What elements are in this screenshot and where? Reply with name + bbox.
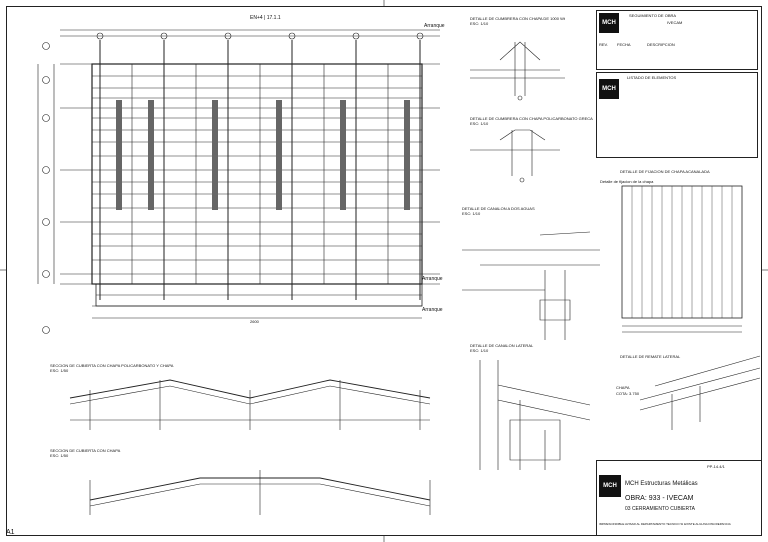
revision-table: MCH SEGUIMIENTO DE OBRA IVECAM REV. FECH… — [596, 10, 758, 70]
detail-scale: ESC: 1/10 — [462, 211, 481, 216]
side-detail-elevation: COTA: 3.750 — [616, 391, 640, 396]
section-scale: ESC: 1/50 — [50, 368, 69, 373]
fixing-title: DETALLE DE FIJACION DE CHAPA ACANALADA — [620, 169, 710, 174]
fixing-subtitle: Detalle de fijacion de la chapa — [600, 179, 654, 184]
side-detail-title: DETALLE DE REMATE LATERAL — [620, 354, 681, 359]
revision-row-label: FECHA — [617, 42, 631, 47]
brand-logo-small: MCH — [599, 13, 619, 33]
revision-heading: SEGUIMIENTO DE OBRA — [629, 13, 677, 18]
plan-start-label-right: Arranque — [422, 276, 443, 282]
brand-logo-small: MCH — [599, 79, 619, 99]
detail-title: DETALLE DE CUMBRERA CON CHAPA DE 1000 Wt — [470, 16, 565, 21]
elements-table: MCH LISTADO DE ELEMENTOS — [596, 72, 758, 158]
elements-table-heading: LISTADO DE ELEMENTOS — [627, 75, 677, 80]
project-name: OBRA: 933 - IVECAM — [625, 495, 694, 502]
detail-title: DETALLE DE CANALON LATERAL — [470, 343, 534, 348]
side-detail-label: CHAPA — [616, 385, 630, 390]
plan-start-label-left: Arranque — [424, 23, 445, 29]
sheet-size: A1 — [6, 529, 15, 536]
revision-row-label: REV. — [599, 42, 608, 47]
detail-title: DETALLE DE CANALON A DOS AGUAS — [462, 206, 535, 211]
brand-logo: MCH — [599, 475, 621, 497]
section-title: SECCION DE CUBIERTA CON CHAPA POLICARBON… — [50, 363, 174, 368]
sheet-frame — [6, 6, 762, 536]
plan-dimension-total: 2600 — [250, 319, 259, 324]
section-title: SECCION DE CUBIERTA CON CHAPA — [50, 448, 121, 453]
plan-start-label-bottom: Arranque — [422, 307, 443, 313]
plan-dimension-top: EN+4 | 17.1.1 — [250, 15, 281, 21]
detail-title: DETALLE DE CUMBRERA CON CHAPA POLICARBON… — [470, 116, 593, 121]
revision-row-label: DESCRIPCION — [647, 42, 675, 47]
section-scale: ESC: 1/50 — [50, 453, 69, 458]
drawing-code: PP-14.4/1 — [707, 464, 725, 469]
revision-client: IVECAM — [667, 20, 683, 25]
drawing-name: 03 CERRAMIENTO CUBIERTA — [625, 506, 696, 512]
title-block-note: IMPRESCINDIBLE AVISAR AL DEPARTAMENTO TE… — [599, 522, 731, 526]
company-name: MCH Estructuras Metálicas — [625, 481, 698, 487]
detail-scale: ESC: 1/10 — [470, 348, 489, 353]
detail-scale: ESC: 1/10 — [470, 21, 489, 26]
detail-scale: ESC: 1/10 — [470, 121, 489, 126]
title-block: MCH MCH Estructuras Metálicas OBRA: 933 … — [596, 460, 762, 536]
